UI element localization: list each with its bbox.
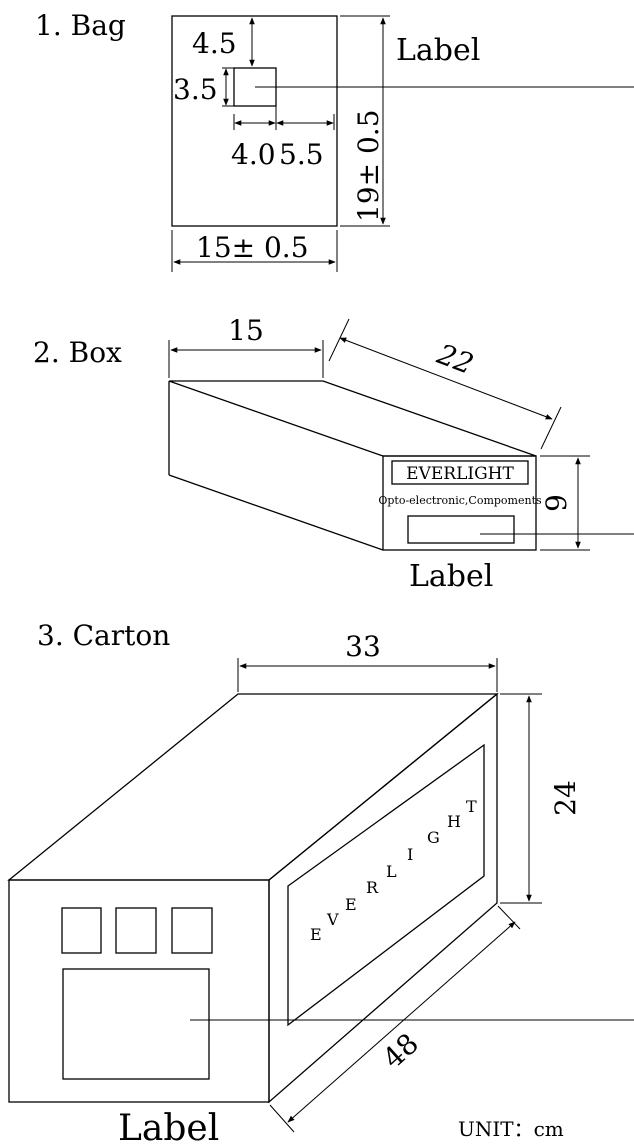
- carton-brand-letter: V: [326, 910, 339, 929]
- carton-brand-letter: G: [427, 828, 440, 847]
- bag-dim-label-w: 5.5: [279, 138, 324, 171]
- box-brand: EVERLIGHT: [406, 464, 514, 484]
- carton-brand-letter: H: [447, 812, 461, 831]
- box-brand-rect: [391, 460, 529, 485]
- box-dim-width: 15: [228, 314, 264, 347]
- carton-brand-letters: E V E R L I G H T: [310, 797, 477, 944]
- carton-front-face: [8, 879, 270, 1103]
- carton-dim-length: 48: [376, 1027, 425, 1075]
- box-edge: [168, 474, 384, 551]
- bag-label-text: Label: [396, 33, 480, 68]
- bag-dim-width: 15± 0.5: [196, 231, 309, 264]
- carton-square: [115, 907, 157, 954]
- bag-dim-height: 19± 0.5: [352, 109, 385, 222]
- carton-square: [171, 907, 213, 954]
- carton-label-text: Label: [118, 1108, 219, 1147]
- carton-brand-letter: T: [466, 797, 477, 816]
- carton-dim-length-line: [287, 921, 516, 1123]
- carton-brand-letter: I: [407, 845, 413, 864]
- box-ext-line: [328, 318, 350, 362]
- bag-title: 1. Bag: [35, 9, 126, 42]
- bag-dim-top: 4.5: [192, 27, 237, 60]
- carton-right-face: [268, 692, 498, 1104]
- carton-title: 3. Carton: [37, 619, 170, 652]
- box-dim-length: 22: [432, 337, 478, 381]
- carton-ext-line: [269, 1104, 295, 1133]
- box-ext-line: [540, 406, 562, 450]
- carton-brand-letter: L: [386, 862, 397, 881]
- box-dim-length-line: [339, 337, 553, 420]
- box-title: 2. Box: [33, 336, 122, 369]
- carton-square: [61, 907, 102, 954]
- box-section: 2. Box EVERLIGHT Opto-electronic,Compome…: [33, 314, 634, 594]
- bag-outline: [171, 15, 338, 227]
- carton-top-face: [7, 693, 499, 881]
- box-subtitle: Opto-electronic,Compoments: [378, 494, 542, 507]
- carton-dim-width: 33: [345, 630, 381, 663]
- bag-dim-label-h: 3.5: [173, 73, 218, 106]
- carton-brand-panel: [287, 743, 485, 1027]
- box-label-text: Label: [409, 559, 493, 594]
- box-label-rect: [407, 515, 515, 544]
- carton-brand-letter: E: [345, 895, 357, 914]
- bag-section: 1. Bag Label 4.5 3.5 4.0 5.5 19± 0.5 15±…: [35, 9, 634, 272]
- carton-brand-letter: R: [366, 878, 379, 897]
- unit-note: UNIT：cm: [458, 1117, 564, 1141]
- bag-dim-left: 4.0: [231, 138, 276, 171]
- carton-section: 3. Carton E V E R L I G H T Label: [7, 619, 634, 1147]
- carton-label-rect: [62, 968, 210, 1080]
- box-front-face: [382, 455, 537, 551]
- carton-dim-height: 24: [549, 780, 582, 816]
- carton-ext-line: [497, 905, 521, 930]
- box-dim-height: 9: [540, 494, 573, 512]
- carton-brand-letter: E: [310, 925, 322, 944]
